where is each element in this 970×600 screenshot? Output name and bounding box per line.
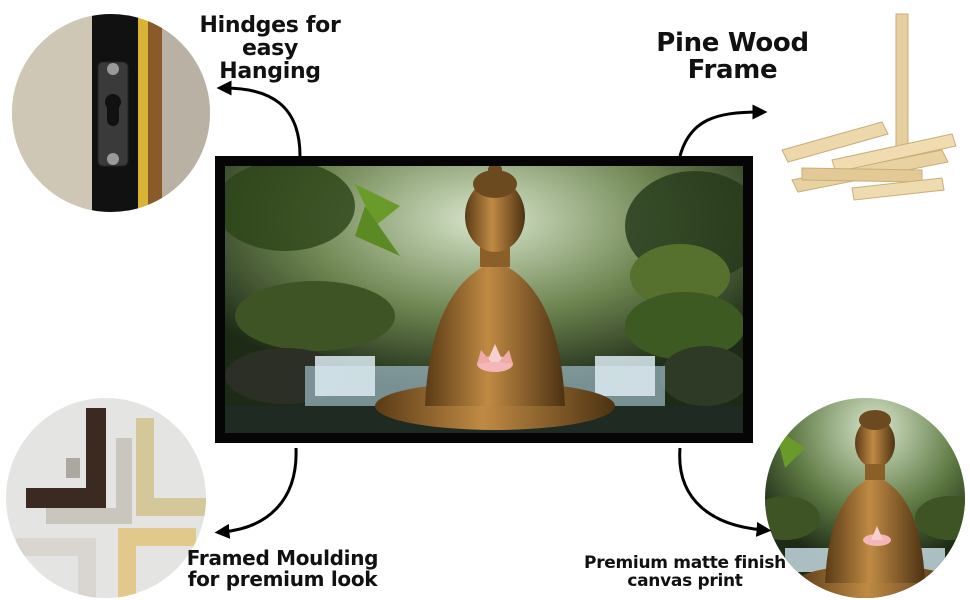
curved-arrow-icon: [678, 447, 772, 537]
hinges-caption: Hindges for easy Hanging: [190, 14, 350, 83]
pine-caption-line2: Frame: [687, 55, 778, 86]
matte-caption-line1: Premium matte finish: [584, 553, 786, 573]
pine-wood-frame-image: [781, 13, 957, 201]
hinges-caption-line2: easy Hanging: [219, 36, 321, 85]
moulding-caption-line1: Framed Moulding: [186, 546, 379, 570]
curved-arrow-icon: [216, 80, 302, 157]
moulding-samples-image: [6, 398, 206, 598]
hinges-caption-line1: Hindges for: [199, 13, 341, 38]
pine-caption-line1: Pine Wood: [656, 28, 809, 58]
framed-canvas-print: [215, 156, 753, 443]
hinge-detail-image: [12, 14, 210, 212]
matte-caption-line2: canvas print: [627, 570, 743, 591]
matte-caption: Premium matte finish canvas print: [575, 553, 795, 591]
matte-print-closeup-image: [765, 398, 965, 598]
moulding-caption-line2: for premium look: [187, 567, 378, 591]
pine-caption: Pine Wood Frame: [650, 28, 815, 86]
moulding-caption: Framed Moulding for premium look: [180, 548, 385, 590]
curved-arrow-icon: [214, 447, 298, 539]
curved-arrow-icon: [678, 104, 768, 157]
buddha-painting: [225, 166, 743, 433]
